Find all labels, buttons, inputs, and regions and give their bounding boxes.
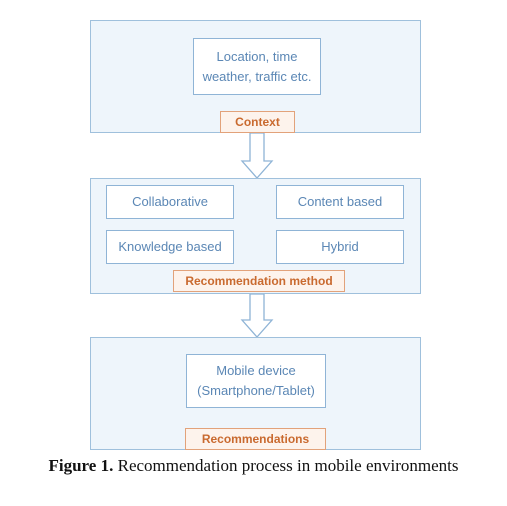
mobile-device-line1: Mobile device [216, 363, 296, 378]
method-item-collaborative: Collaborative [106, 185, 234, 219]
method-label: Recommendation method [173, 270, 345, 292]
method-item-hybrid: Hybrid [276, 230, 404, 264]
context-factors-line1: Location, time [216, 48, 298, 64]
method-panel: Collaborative Content based Knowledge ba… [90, 178, 421, 294]
figure-caption-text: Recommendation process in mobile environ… [113, 456, 459, 475]
context-label: Context [220, 111, 295, 133]
mobile-device-box: Mobile device (Smartphone/Tablet) [186, 354, 326, 408]
context-factors-box: Location, time weather, traffic etc. [193, 38, 321, 95]
figure-caption: Figure 1. Recommendation process in mobi… [0, 456, 507, 476]
down-arrow-icon [240, 294, 274, 338]
down-arrow-icon [240, 133, 274, 179]
recommendations-label: Recommendations [185, 428, 326, 450]
method-item-knowledge-based: Knowledge based [106, 230, 234, 264]
context-factors-line2: weather, traffic etc. [202, 68, 312, 84]
method-item-content-based: Content based [276, 185, 404, 219]
recommendations-panel: Mobile device (Smartphone/Tablet) Recomm… [90, 337, 421, 450]
mobile-device-line2: (Smartphone/Tablet) [197, 383, 315, 398]
context-panel: Location, time weather, traffic etc. Con… [90, 20, 421, 133]
figure-caption-prefix: Figure 1. [48, 456, 114, 475]
